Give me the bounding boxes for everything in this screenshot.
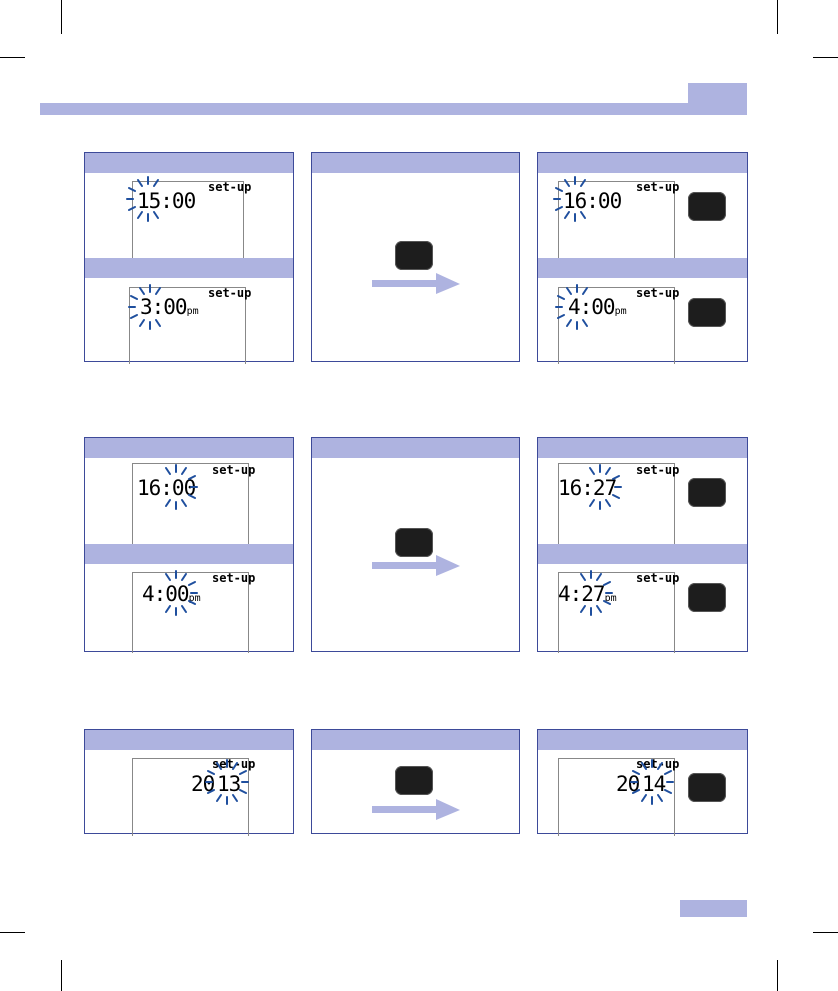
setup-label: set-up	[212, 571, 255, 585]
panel-header	[312, 730, 519, 750]
panel-row1-left: set-up 15:00 set-up 3:00pm	[84, 152, 294, 362]
blink-rays-icon	[151, 569, 201, 617]
panel-header	[538, 730, 747, 750]
setup-label: set-up	[636, 286, 679, 300]
panel-header	[538, 153, 747, 173]
panel-row2-middle	[311, 437, 520, 652]
right-arrow-icon	[372, 799, 462, 821]
crop-mark	[777, 0, 778, 34]
right-arrow-icon	[372, 273, 462, 295]
blink-rays-icon	[123, 175, 173, 223]
pm-suffix: pm	[615, 306, 627, 317]
blink-rays-icon	[575, 463, 625, 511]
button-key-icon	[688, 773, 726, 802]
pm-suffix: pm	[187, 306, 199, 317]
setup-label: set-up	[636, 571, 679, 585]
panel-row3-middle	[311, 729, 520, 834]
panel-header	[85, 153, 293, 173]
panel-header	[312, 438, 519, 458]
button-key-icon	[688, 478, 726, 507]
panel-header	[85, 544, 293, 564]
button-key-icon	[395, 766, 433, 795]
crop-mark	[0, 57, 25, 58]
crop-mark	[61, 0, 62, 34]
panel-row3-left: set-up 20 13	[84, 729, 294, 834]
crop-mark	[813, 932, 838, 933]
panel-row2-left: set-up 16:00 set-up 4:00pm	[84, 437, 294, 652]
panel-header	[538, 258, 747, 278]
blink-rays-icon	[125, 283, 175, 331]
blink-rays-icon	[550, 175, 600, 223]
blink-rays-icon	[627, 758, 677, 806]
setup-label: set-up	[212, 463, 255, 477]
panel-row2-right: set-up 16:27 set-up 4:27pm	[537, 437, 748, 652]
panel-row3-right: set-up 20 14	[537, 729, 748, 834]
button-key-icon	[395, 241, 433, 270]
panel-header	[312, 153, 519, 173]
crop-mark	[61, 960, 62, 991]
button-key-icon	[688, 192, 726, 221]
blink-rays-icon	[151, 463, 201, 511]
panel-row1-right: set-up 16:00 set-up 4:00pm	[537, 152, 748, 362]
setup-label: set-up	[208, 286, 251, 300]
right-arrow-icon	[372, 555, 462, 577]
panel-header	[85, 258, 293, 278]
panel-header	[85, 730, 293, 750]
setup-label: set-up	[636, 463, 679, 477]
panel-header	[85, 438, 293, 458]
blink-rays-icon	[566, 569, 616, 617]
crop-mark	[813, 57, 838, 58]
setup-label: set-up	[208, 180, 251, 194]
crop-mark	[777, 960, 778, 991]
button-key-icon	[688, 583, 726, 612]
button-key-icon	[395, 528, 433, 557]
header-band	[40, 103, 747, 115]
button-key-icon	[688, 298, 726, 327]
page-number-tab	[680, 900, 747, 917]
blink-rays-icon	[202, 758, 252, 806]
panel-header	[538, 544, 747, 564]
panel-header	[538, 438, 747, 458]
panel-row1-middle	[311, 152, 520, 362]
crop-mark	[0, 932, 25, 933]
blink-rays-icon	[552, 283, 602, 331]
chapter-tab	[688, 83, 747, 115]
setup-label: set-up	[636, 180, 679, 194]
